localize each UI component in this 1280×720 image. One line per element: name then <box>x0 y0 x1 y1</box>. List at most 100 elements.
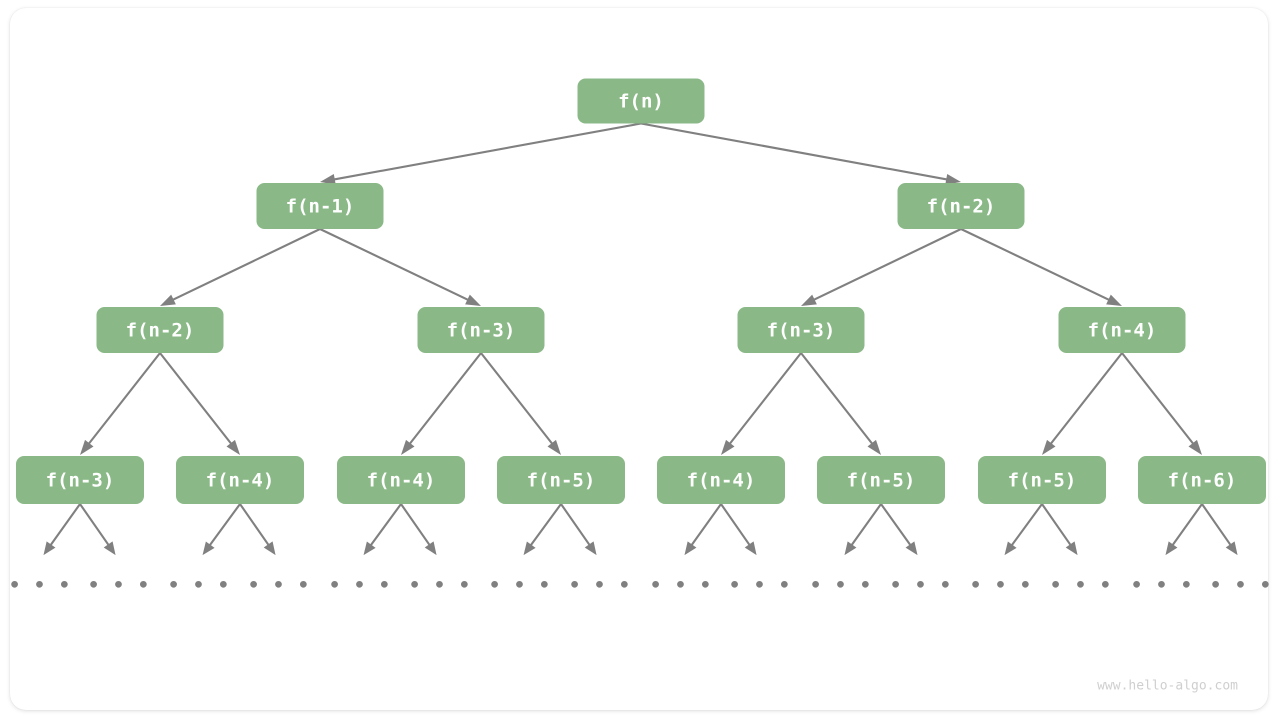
node-label: f(n-4) <box>687 470 756 492</box>
node-box <box>1138 456 1266 504</box>
tree-node-n3[interactable]: f(n-2) <box>96 307 224 353</box>
edge-n5-to-n11-arrowhead <box>721 439 735 455</box>
ellipsis-dots: • • • <box>329 575 391 597</box>
leaf-n14-stub-0-arrowhead <box>1165 541 1178 556</box>
leaf-n9-stub-0-line <box>368 502 403 548</box>
ellipsis-dots: • • • <box>1131 575 1193 597</box>
node-label: f(n-5) <box>847 470 916 492</box>
edge-n6-to-n13-arrowhead <box>1042 439 1056 455</box>
node-box <box>817 456 945 504</box>
node-box <box>96 307 224 353</box>
leaf-n14-stub-1-line <box>1200 502 1233 548</box>
leaf-n9-stub-1-line <box>399 502 432 548</box>
node-box <box>577 78 705 124</box>
leaf-n7-stub-1-line <box>78 502 111 548</box>
leaf-n13-stub-1-arrowhead <box>1065 541 1078 556</box>
tree-node-n9[interactable]: f(n-4) <box>337 456 465 504</box>
node-box <box>417 307 545 353</box>
tree-node-n5[interactable]: f(n-3) <box>737 307 865 353</box>
edge-n4-to-n9-line <box>407 351 483 446</box>
edge-n5-to-n12-arrowhead <box>867 439 881 455</box>
leaf-n8-stub-0-line <box>207 502 242 548</box>
node-label: f(n-5) <box>1008 470 1077 492</box>
tree-node-n14[interactable]: f(n-6) <box>1138 456 1266 504</box>
edge-n4-to-n10-line <box>479 351 555 446</box>
node-label: f(n-1) <box>286 196 355 218</box>
leaf-n10-stub-1-arrowhead <box>584 541 597 556</box>
leaf-n12-stub-1-line <box>879 502 913 548</box>
node-label: f(n-5) <box>527 470 596 492</box>
edge-n2-to-n5-line <box>811 227 963 302</box>
node-box <box>176 456 304 504</box>
node-label: f(n-6) <box>1168 470 1237 492</box>
leaf-n7-stub-0-line <box>48 502 82 548</box>
tree-node-n2[interactable]: f(n-2) <box>897 183 1025 229</box>
node-label: f(n-4) <box>367 470 436 492</box>
node-label: f(n-4) <box>206 470 275 492</box>
tree-node-n6[interactable]: f(n-4) <box>1058 307 1186 353</box>
leaf-n13-stub-0-line <box>1009 502 1044 548</box>
leaf-n11-stub-0-arrowhead <box>684 541 697 556</box>
leaf-n8-stub-0-arrowhead <box>202 541 215 556</box>
edge-n0-to-n2-line <box>639 122 950 181</box>
leaf-n7-stub-1-arrowhead <box>103 541 116 556</box>
ellipsis-dots: • • • <box>168 575 230 597</box>
leaf-n14-stub-1-arrowhead <box>1225 541 1238 556</box>
edge-n3-to-n7-arrowhead <box>80 439 94 455</box>
ellipsis-dots: • • • <box>729 575 791 597</box>
ellipsis-dots: • • • <box>569 575 631 597</box>
node-box <box>657 456 785 504</box>
edge-n1-to-n3-arrowhead <box>160 294 176 306</box>
leaf-n12-stub-0-line <box>849 502 883 548</box>
node-label: f(n-2) <box>126 320 195 342</box>
ellipsis-dots: • • • <box>970 575 1032 597</box>
edge-n0-to-n1-line <box>331 122 643 181</box>
leaf-n13-stub-0-arrowhead <box>1004 541 1017 556</box>
leaf-n12-stub-1-arrowhead <box>905 541 918 556</box>
node-box <box>737 307 865 353</box>
edges-layer <box>43 122 1238 556</box>
leaf-n7-stub-0-arrowhead <box>43 541 56 556</box>
node-box <box>337 456 465 504</box>
tree-node-n10[interactable]: f(n-5) <box>497 456 625 504</box>
leaf-n9-stub-1-arrowhead <box>424 541 437 556</box>
tree-node-n1[interactable]: f(n-1) <box>256 183 384 229</box>
leaf-n11-stub-0-line <box>689 502 723 548</box>
edge-n3-to-n7-line <box>86 351 162 446</box>
edge-n0-to-n2-arrowhead <box>945 173 961 185</box>
ellipsis-layer: • • • • • • • • • • • • • • • • • • • • • • • •… <box>9 575 1271 597</box>
edge-n2-to-n6-line <box>959 227 1112 302</box>
edge-n6-to-n14-line <box>1120 351 1196 446</box>
leaf-n9-stub-0-arrowhead <box>363 541 376 556</box>
node-label: f(n-3) <box>767 320 836 342</box>
ellipsis-dots: • • • <box>650 575 712 597</box>
tree-node-n0[interactable]: f(n) <box>577 78 705 124</box>
node-box <box>978 456 1106 504</box>
leaf-n11-stub-1-line <box>719 502 752 548</box>
edge-n1-to-n4-line <box>318 227 471 302</box>
tree-node-n12[interactable]: f(n-5) <box>817 456 945 504</box>
watermark: www.hello-algo.com <box>1097 679 1238 694</box>
edge-n3-to-n8-arrowhead <box>226 439 240 455</box>
node-box <box>897 183 1025 229</box>
tree-node-n13[interactable]: f(n-5) <box>978 456 1106 504</box>
nodes-layer: f(n) f(n-1) f(n-2) f(n-2) f(n-3) f(n-3) f(n-4)… <box>16 78 1266 504</box>
edge-n4-to-n9-arrowhead <box>401 439 415 455</box>
edge-n1-to-n3-line <box>170 227 322 302</box>
edge-n5-to-n12-line <box>799 351 875 446</box>
leaf-n8-stub-1-arrowhead <box>263 541 276 556</box>
ellipsis-dots: • • • <box>1050 575 1112 597</box>
edge-n2-to-n5-arrowhead <box>801 294 817 306</box>
edge-n6-to-n14-arrowhead <box>1188 439 1202 455</box>
tree-node-n4[interactable]: f(n-3) <box>417 307 545 353</box>
diagram-canvas <box>10 8 1268 710</box>
tree-node-n8[interactable]: f(n-4) <box>176 456 304 504</box>
ellipsis-dots: • • • <box>88 575 150 597</box>
node-box <box>16 456 144 504</box>
ellipsis-dots: • • • <box>890 575 952 597</box>
tree-node-n11[interactable]: f(n-4) <box>657 456 785 504</box>
edge-n0-to-n1-arrowhead <box>320 173 336 185</box>
tree-node-n7[interactable]: f(n-3) <box>16 456 144 504</box>
node-label: f(n-4) <box>1088 320 1157 342</box>
edge-n4-to-n10-arrowhead <box>547 439 561 455</box>
